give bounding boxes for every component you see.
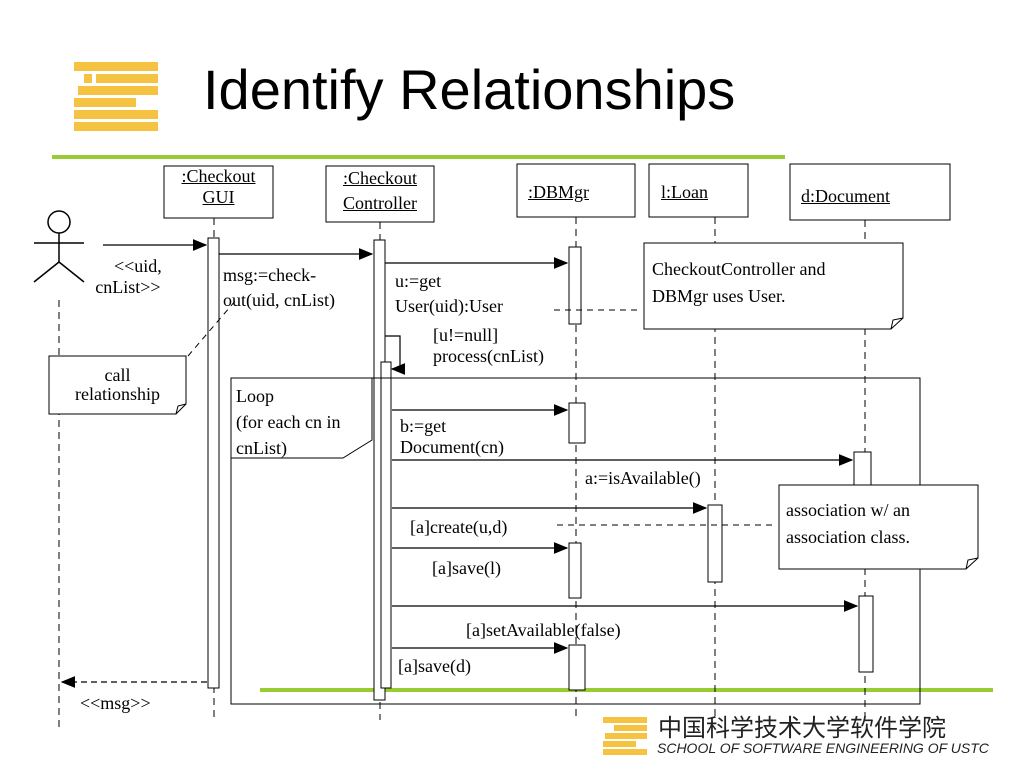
loop-label-line: (for each cn in [236, 412, 341, 433]
object-box-dbmgr [516, 163, 636, 218]
note-shapes [48, 242, 979, 570]
object-label-line: GUI [202, 186, 235, 207]
activation-document-2 [858, 595, 874, 673]
activation-controller-inner [380, 361, 392, 689]
school-name-english: SCHOOL OF SOFTWARE ENGINEERING OF USTC [657, 740, 989, 756]
object-label-line: :Checkout [343, 168, 417, 188]
school-logo-icon [603, 717, 647, 755]
activation-dbmgr-doc [568, 402, 586, 444]
message-label-uid-cnlist: <<uid, cnList>> [95, 256, 162, 297]
actor-icon [33, 210, 85, 283]
note-association-class [778, 484, 979, 570]
message-label-line: User(uid):User [395, 296, 503, 317]
object-box-document [789, 163, 951, 221]
note-uses-user [643, 242, 904, 330]
object-label-line: :Checkout [181, 166, 256, 186]
note-text-line: call [104, 365, 131, 385]
message-label-get-document: b:=get Document(cn) [400, 416, 504, 457]
school-name-chinese: 中国科学技术大学软件学院 [658, 714, 946, 742]
activation-checkout-gui [207, 237, 220, 689]
footer-rule [260, 688, 993, 692]
note-text-line: association class. [786, 527, 910, 547]
page-title: Identify Relationships [203, 58, 736, 121]
object-label-dbmgr: :DBMgr [528, 182, 590, 202]
loop-label: Loop (for each cn in cnList) [236, 383, 340, 461]
message-label-line: Document(cn) [400, 436, 504, 457]
message-label-set-available: [a]setAvailable(false) [466, 620, 621, 640]
activation-dbmgr-user [568, 246, 582, 325]
message-label-line: [u!=null] [433, 325, 499, 345]
activation-bars [207, 237, 874, 701]
note-text-association-class: association w/ an association class. [786, 497, 910, 551]
message-label-line: u:=get [395, 271, 442, 291]
object-label-document: d:Document [801, 186, 890, 206]
message-label-line: process(cnList) [433, 345, 544, 366]
message-label-line: cnList>> [95, 276, 161, 297]
note-text-line: relationship [75, 383, 160, 404]
activation-loan [707, 504, 723, 583]
arrow-self-process [385, 335, 406, 375]
note-text-line: DBMgr uses User. [652, 286, 786, 306]
note-call-relationship [48, 355, 187, 415]
message-label-line: msg:=check- [223, 265, 317, 285]
message-label-line: b:=get [400, 416, 447, 436]
object-box-checkout-controller [325, 165, 435, 223]
note-anchors [187, 299, 777, 526]
message-label-process: [u!=null] process(cnList) [433, 325, 544, 366]
note-text-line: CheckoutController and [652, 259, 826, 279]
object-label-checkout-gui: :Checkout GUI [164, 166, 273, 207]
loop-label-line: cnList) [236, 438, 287, 459]
message-label-is-available: a:=isAvailable() [585, 468, 701, 488]
note-text-call-relationship: call relationship [49, 366, 186, 404]
message-label-return: <<msg>> [80, 693, 151, 713]
activation-dbmgr-save-loan [568, 542, 582, 599]
note-text-uses-user: CheckoutController and DBMgr uses User. [652, 256, 825, 310]
message-label-save-loan: [a]save(l) [432, 558, 501, 578]
message-label-line: <<uid, [114, 256, 162, 276]
object-box-checkout-gui [163, 165, 274, 219]
object-label-line: Controller [343, 192, 417, 213]
message-label-create: [a]create(u,d) [410, 517, 508, 537]
message-arrows [103, 239, 859, 654]
activation-dbmgr-save-doc [568, 644, 586, 691]
object-label-checkout-controller: :Checkout Controller [326, 168, 434, 213]
loop-label-line: Loop [236, 386, 274, 406]
object-label-loan: l:Loan [661, 182, 708, 202]
title-underline [52, 155, 785, 159]
note-text-line: association w/ an [786, 500, 910, 520]
message-label-get-user: u:=get User(uid):User [395, 269, 503, 319]
message-label-save-doc: [a]save(d) [398, 656, 471, 676]
object-box-loan [648, 163, 749, 218]
message-label-checkout: msg:=check- out(uid, cnList) [223, 263, 335, 313]
message-label-line: out(uid, cnList) [223, 290, 335, 311]
logo-icon [74, 62, 158, 131]
